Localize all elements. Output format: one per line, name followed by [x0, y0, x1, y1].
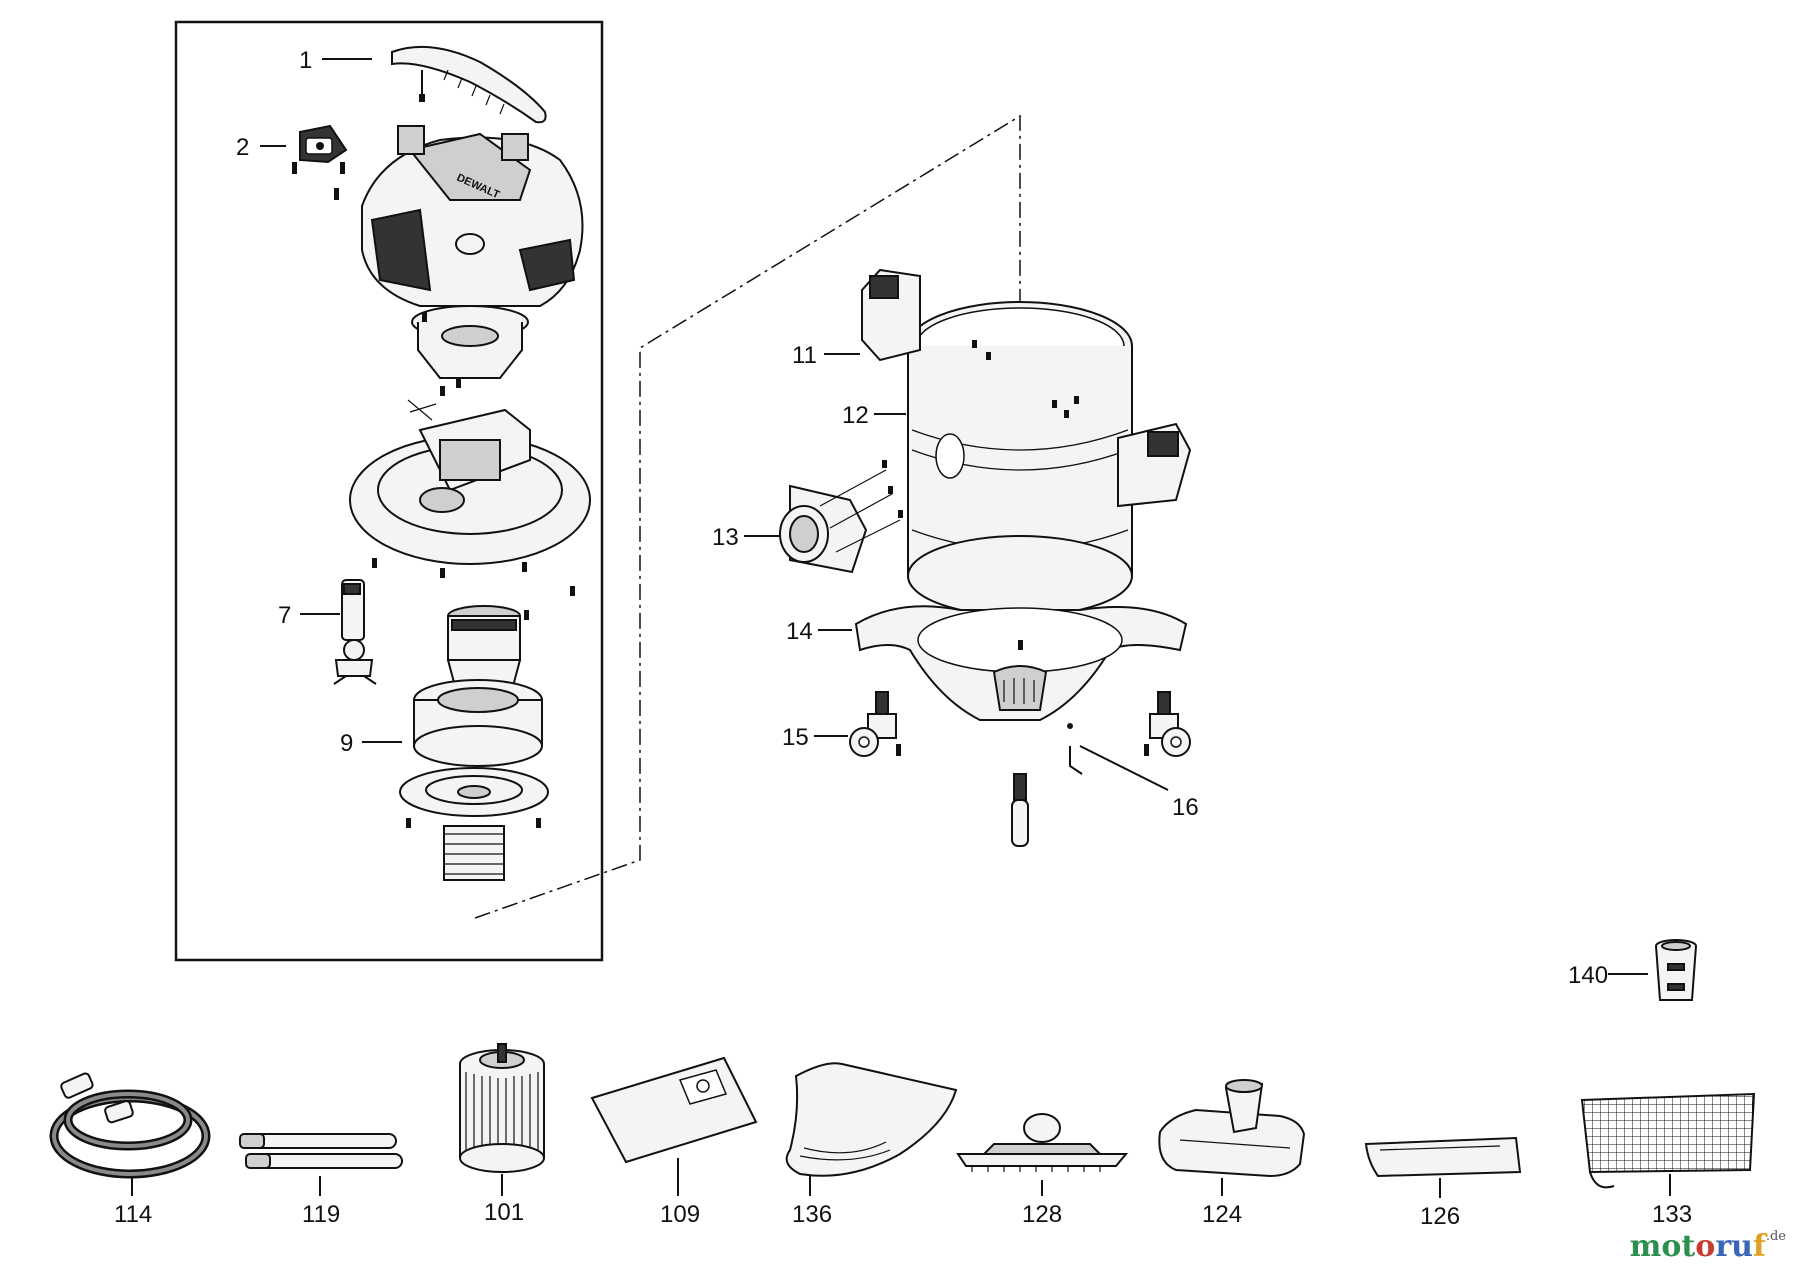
dolly-base-part — [854, 605, 1188, 721]
float-cage-part — [399, 767, 549, 881]
leader-16 — [1079, 745, 1169, 791]
head-assembly-frame — [174, 20, 604, 962]
drum-latch-part — [861, 268, 1192, 508]
label-128: 128 — [1022, 1201, 1062, 1228]
inlet-adapter-part — [779, 460, 903, 574]
hose-accessory — [49, 1072, 211, 1179]
label-1: 1 — [299, 47, 312, 74]
motor-part — [446, 605, 522, 716]
impeller-ring-part — [413, 679, 543, 767]
latch-part — [333, 579, 377, 685]
caster-part — [849, 691, 1191, 847]
foam-sleeve-accessory — [785, 1062, 958, 1177]
label-114: 114 — [114, 1201, 152, 1228]
watermark-logo: motoruf.de — [1629, 1229, 1786, 1264]
part-140-container — [1655, 939, 1697, 1001]
label-13: 13 — [712, 524, 739, 551]
label-101: 101 — [484, 1199, 524, 1226]
label-126: 126 — [1420, 1203, 1460, 1230]
label-133: 133 — [1652, 1201, 1692, 1228]
handle-part — [391, 45, 547, 124]
label-124: 124 — [1202, 1201, 1242, 1228]
drum-part — [907, 301, 1133, 617]
dust-bag-accessory — [590, 1056, 758, 1164]
crevice-tool-accessory — [1364, 1136, 1522, 1178]
cartridge-filter-accessory — [459, 1043, 545, 1173]
diffuser-part — [411, 305, 529, 379]
label-2: 2 — [236, 134, 249, 161]
label-11: 11 — [792, 342, 817, 369]
cord-clip-part — [407, 378, 461, 421]
lid-plate-part — [349, 408, 591, 620]
label-16: 16 — [1172, 794, 1199, 821]
label-109: 109 — [660, 1201, 700, 1228]
label-136: 136 — [792, 1201, 832, 1228]
motor-head-cover — [361, 125, 584, 307]
label-12: 12 — [842, 402, 869, 429]
mesh-filter-accessory — [1580, 1092, 1756, 1189]
floor-nozzle-accessory — [956, 1113, 1129, 1172]
label-9: 9 — [340, 730, 353, 757]
assembly-guide-line — [474, 114, 1021, 919]
label-15: 15 — [782, 724, 809, 751]
switch-part — [292, 124, 348, 200]
label-140: 140 — [1568, 962, 1608, 989]
label-14: 14 — [786, 618, 813, 645]
label-7: 7 — [278, 602, 291, 629]
utility-nozzle-accessory — [1158, 1079, 1306, 1178]
cord-hook-part — [1067, 723, 1083, 775]
wands-accessory — [239, 1133, 403, 1169]
label-119: 119 — [302, 1201, 340, 1228]
